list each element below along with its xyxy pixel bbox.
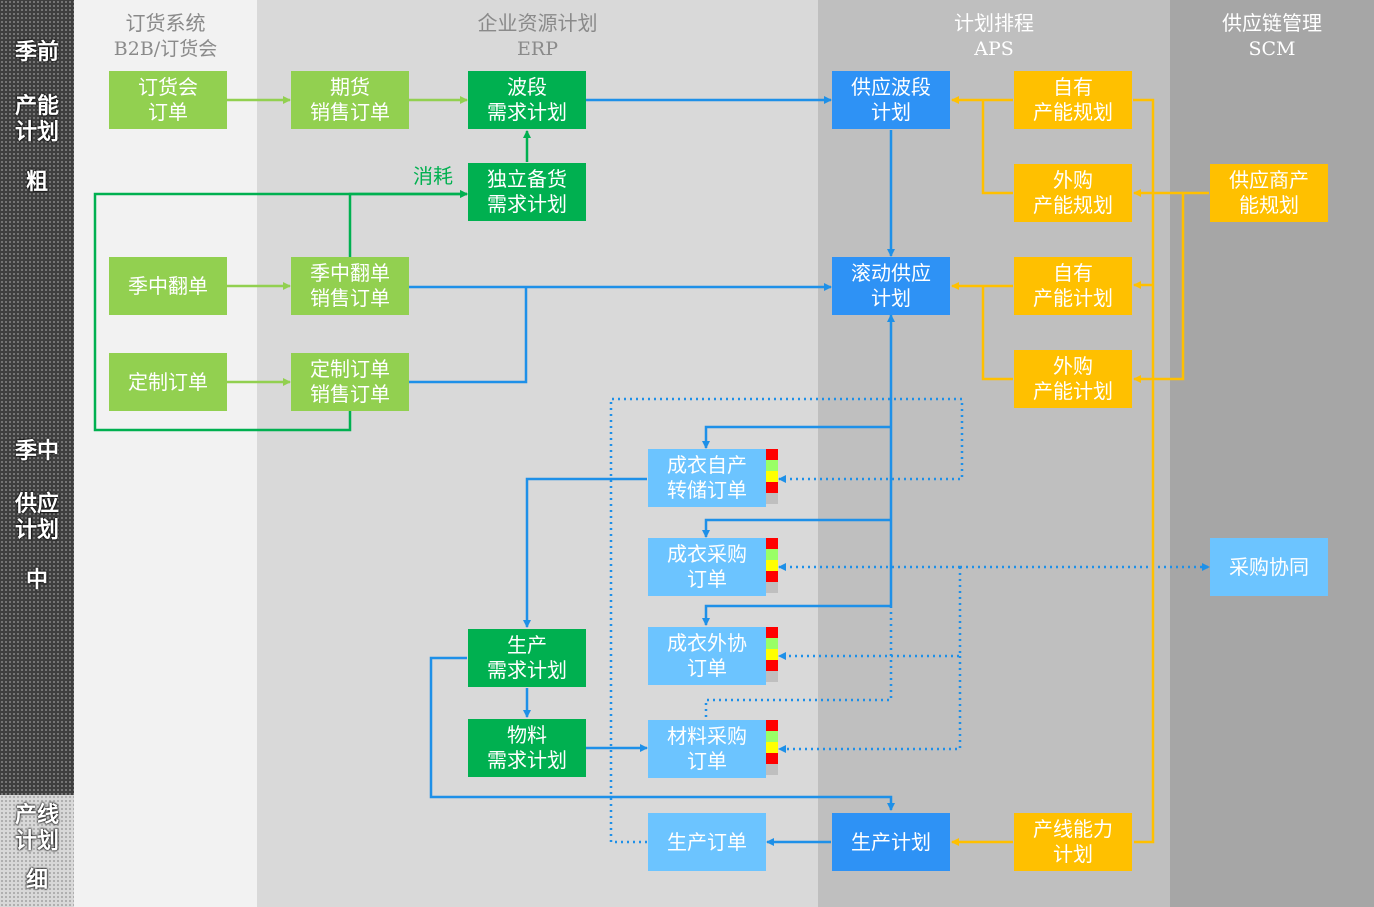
conn-dotted-material bbox=[778, 656, 962, 753]
node-production-plan[interactable]: 生产计划 bbox=[832, 813, 950, 871]
node-custom-sales-order[interactable]: 定制订单 销售订单 bbox=[291, 353, 409, 411]
node-wave-demand-plan[interactable]: 波段 需求计划 bbox=[468, 71, 586, 129]
aps-column-bg bbox=[818, 0, 1170, 907]
label-pre-season: 季前 bbox=[14, 40, 59, 65]
node-supplier-capacity-planning[interactable]: 供应商产 能规划 bbox=[1210, 164, 1328, 222]
node-garment-transfer-order[interactable]: 成衣自产 转储订单 bbox=[648, 449, 766, 507]
aps-title: 计划排程 bbox=[954, 11, 1034, 35]
node-own-capacity-planning[interactable]: 自有 产能规划 bbox=[1014, 71, 1132, 129]
conn-transfer-to-prod-demand bbox=[523, 477, 647, 628]
erp-subtitle: ERP bbox=[517, 38, 558, 60]
status-bar-transfer bbox=[766, 449, 778, 504]
node-material-purchase-order[interactable]: 材料采购 订单 bbox=[648, 720, 766, 778]
conn-rolling-to-transfer bbox=[702, 425, 891, 449]
conn-rolling-to-outsource bbox=[702, 604, 891, 626]
conn-dotted-rolling-material bbox=[704, 606, 893, 720]
node-material-demand-plan[interactable]: 物料 需求计划 bbox=[468, 719, 586, 777]
conn-out-plan-to-rolling bbox=[981, 286, 1013, 381]
aps-column-header: 计划排程 APS bbox=[818, 10, 1170, 62]
conn-own-to-line-trunk bbox=[1133, 98, 1155, 844]
conn-custom-consume bbox=[93, 190, 468, 432]
conn-supplier-to-out-plan bbox=[1133, 191, 1209, 383]
conn-custom-to-rolling bbox=[409, 287, 528, 384]
sidebar-bottom-section bbox=[0, 795, 74, 907]
label-coarse: 粗 bbox=[25, 170, 48, 195]
node-supply-wave-plan[interactable]: 供应波段 计划 bbox=[832, 71, 950, 129]
node-rolling-supply-plan[interactable]: 滚动供应 计划 bbox=[832, 257, 950, 315]
status-bar-purchase bbox=[766, 538, 778, 593]
conn-dotted-transfer bbox=[609, 397, 964, 844]
label-in-season: 季中 bbox=[14, 439, 59, 464]
node-production-demand-plan[interactable]: 生产 需求计划 bbox=[468, 629, 586, 687]
scm-column-header: 供应链管理 SCM bbox=[1170, 10, 1374, 62]
aps-subtitle: APS bbox=[974, 38, 1014, 60]
node-production-order[interactable]: 生产订单 bbox=[648, 813, 766, 871]
b2b-subtitle: B2B/订货会 bbox=[113, 38, 218, 60]
status-bar-outsource bbox=[766, 627, 778, 682]
b2b-column-header: 订货系统 B2B/订货会 bbox=[74, 10, 257, 62]
label-supply-plan: 供应 计划 bbox=[14, 492, 59, 543]
scm-subtitle: SCM bbox=[1248, 38, 1296, 60]
conn-dotted-outsource bbox=[778, 567, 962, 660]
node-procurement-collab[interactable]: 采购协同 bbox=[1210, 538, 1328, 596]
node-custom-order[interactable]: 定制订单 bbox=[109, 353, 227, 411]
planning-level-sidebar bbox=[0, 0, 74, 907]
status-bar-material bbox=[766, 720, 778, 775]
node-garment-purchase-order[interactable]: 成衣采购 订单 bbox=[648, 538, 766, 596]
node-order-fair-order[interactable]: 订货会 订单 bbox=[109, 71, 227, 129]
node-outsourced-capacity-planning[interactable]: 外购 产能规划 bbox=[1014, 164, 1132, 222]
b2b-title: 订货系统 bbox=[125, 11, 206, 35]
node-outsourced-capacity-plan[interactable]: 外购 产能计划 bbox=[1014, 350, 1132, 408]
conn-out-planning-to-wave bbox=[981, 100, 1013, 195]
conn-rolling-to-purchase bbox=[702, 518, 891, 538]
b2b-column-bg bbox=[74, 0, 257, 907]
conn-reorder-consume bbox=[348, 190, 468, 257]
node-midseason-reorder[interactable]: 季中翻单 bbox=[109, 257, 227, 315]
node-garment-outsource-order[interactable]: 成衣外协 订单 bbox=[648, 627, 766, 685]
node-midseason-sales-order[interactable]: 季中翻单 销售订单 bbox=[291, 257, 409, 315]
node-line-capacity-plan[interactable]: 产线能力 计划 bbox=[1014, 813, 1132, 871]
erp-title: 企业资源计划 bbox=[477, 11, 598, 35]
scm-title: 供应链管理 bbox=[1222, 11, 1322, 35]
erp-column-header: 企业资源计划 ERP bbox=[257, 10, 818, 62]
node-own-capacity-plan[interactable]: 自有 产能计划 bbox=[1014, 257, 1132, 315]
label-fine: 细 bbox=[25, 868, 48, 893]
node-futures-sales-order[interactable]: 期货 销售订单 bbox=[291, 71, 409, 129]
label-line-plan: 产线 计划 bbox=[14, 803, 59, 854]
scm-column-bg bbox=[1170, 0, 1374, 907]
consume-label: 消耗 bbox=[413, 164, 453, 188]
node-independent-stock-plan[interactable]: 独立备货 需求计划 bbox=[468, 163, 586, 221]
label-capacity-plan: 产能 计划 bbox=[14, 94, 59, 145]
conn-prod-demand-to-prod-plan bbox=[429, 656, 895, 811]
label-medium: 中 bbox=[25, 568, 48, 593]
